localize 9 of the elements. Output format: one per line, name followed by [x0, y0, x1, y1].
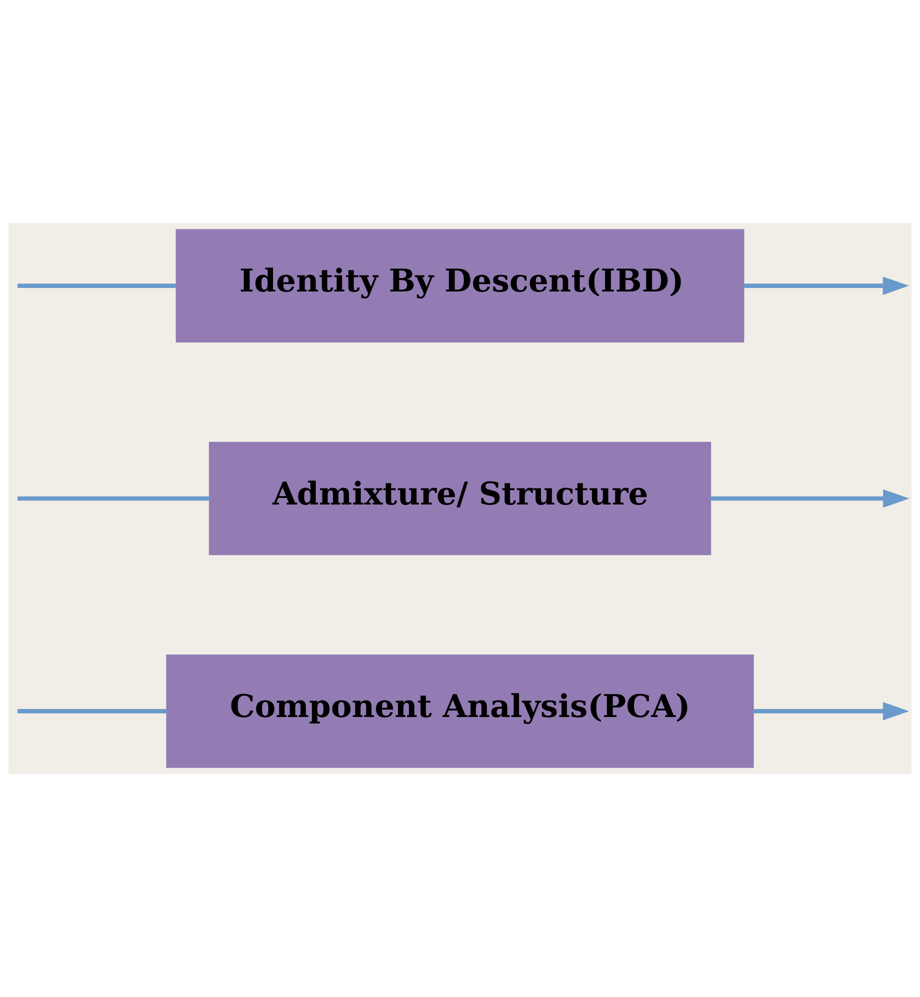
arrow — [744, 276, 910, 295]
node-box: Component Analysis(PCA) — [166, 654, 754, 768]
node-box: Admixture/ Structure — [208, 442, 712, 556]
arrow — [710, 489, 910, 508]
connector — [18, 496, 210, 501]
connector — [18, 709, 167, 714]
node-box: Identity By Descent(IBD) — [176, 229, 744, 342]
connector — [18, 284, 176, 288]
arrow — [754, 702, 910, 720]
